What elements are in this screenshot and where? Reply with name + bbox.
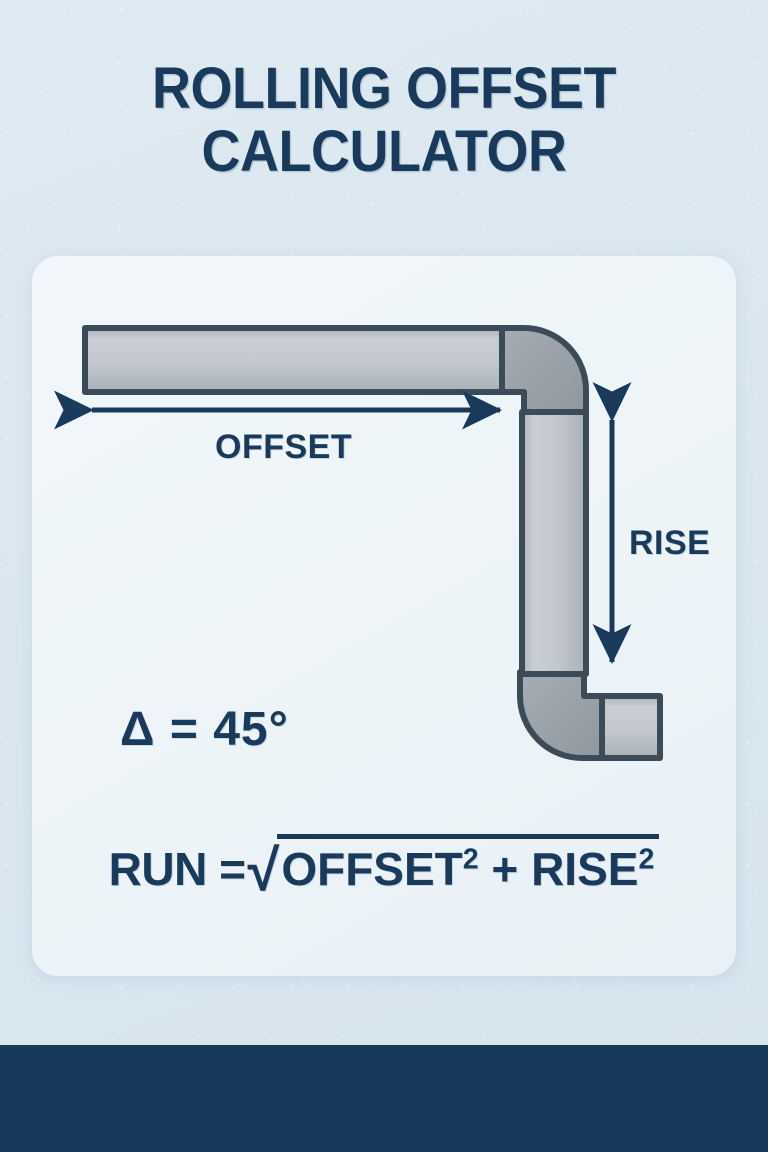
radicand: OFFSET2 + RISE2 <box>277 834 660 896</box>
horizontal-pipe-bottom <box>599 693 663 761</box>
offset-label: OFFSET <box>215 428 353 466</box>
title-line-1: ROLLING OFFSET <box>152 56 616 121</box>
formula-space <box>518 843 531 895</box>
formula-exponent-1: 2 <box>462 843 479 876</box>
lower-elbow <box>517 669 609 761</box>
formula-operator <box>479 843 492 895</box>
radical-sign-icon: √ <box>247 838 280 903</box>
radical-group: √OFFSET2 + RISE2 <box>247 834 660 900</box>
formula-lhs: RUN = <box>108 843 246 895</box>
angle-value: 45° <box>213 703 289 756</box>
rise-label: RISE <box>629 524 711 562</box>
footer-bar <box>0 1045 768 1152</box>
formula-term-1: OFFSET <box>281 843 463 895</box>
formula-exponent-2: 2 <box>638 843 655 876</box>
horizontal-pipe-top <box>82 325 505 395</box>
formula-operator-sign: + <box>491 843 519 895</box>
run-formula: RUN =√OFFSET2 + RISE2 <box>0 834 768 900</box>
formula-term-2: RISE <box>531 843 639 895</box>
page-title: ROLLING OFFSET CALCULATOR <box>27 56 741 184</box>
upper-elbow <box>497 325 589 417</box>
angle-annotation: Δ = 45° <box>120 702 289 757</box>
vertical-pipe <box>519 409 589 677</box>
angle-symbol: Δ <box>120 703 156 756</box>
title-line-2: CALCULATOR <box>201 118 567 184</box>
angle-equals: = <box>169 703 199 756</box>
